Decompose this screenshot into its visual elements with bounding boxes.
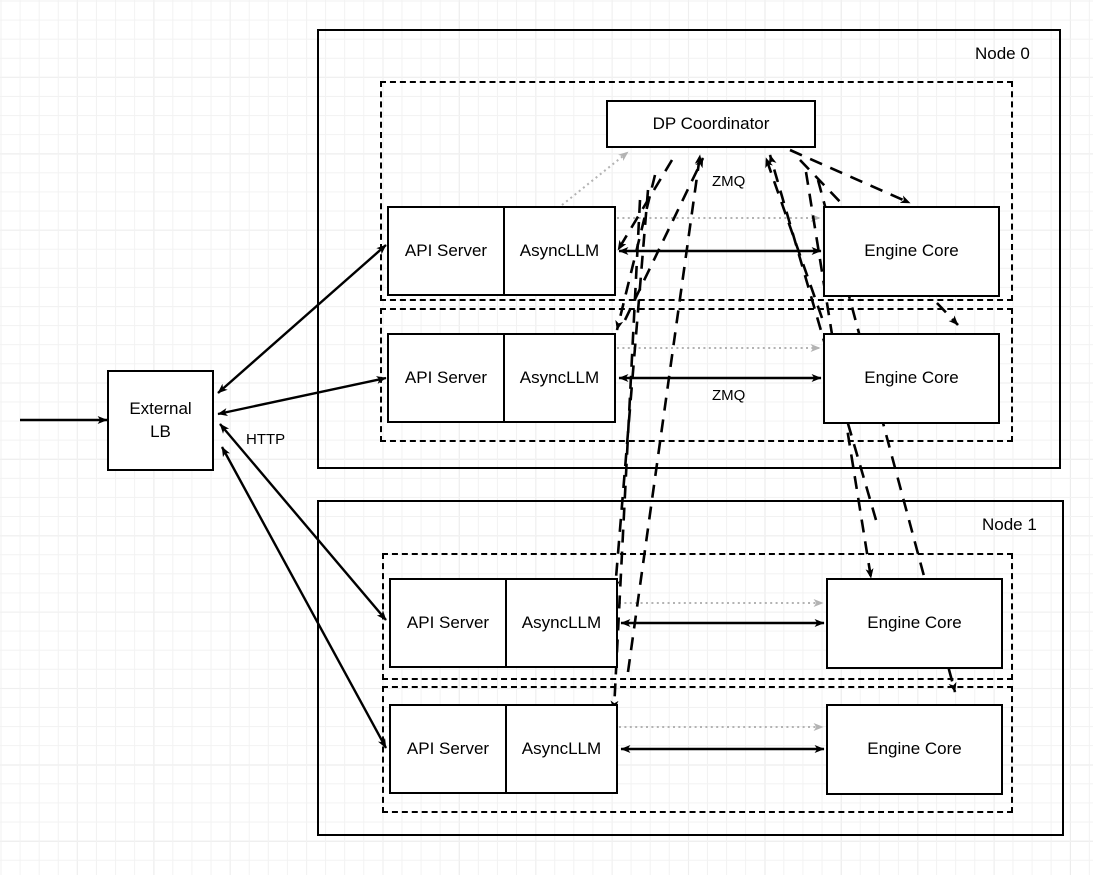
- node-0-group-1: [380, 308, 1013, 442]
- node-0-label: Node 0: [975, 44, 1030, 63]
- api-server-cell[interactable]: API Server: [389, 335, 505, 421]
- node-1-group-1: [382, 686, 1013, 813]
- asyncllm-cell[interactable]: AsyncLLM: [519, 241, 600, 260]
- coordinator-inbound-dashed: [623, 154, 878, 673]
- external-lb-label-line1: External: [129, 398, 192, 418]
- http-label: HTTP: [246, 431, 286, 448]
- api-server-cell[interactable]: API Server: [391, 706, 507, 792]
- asyncllm-cell[interactable]: AsyncLLM: [521, 739, 602, 758]
- node-1-group-0-server-unit[interactable]: API Server AsyncLLM: [389, 578, 618, 668]
- dp-coordinator-box[interactable]: DP Coordinator: [606, 100, 816, 148]
- node-0-container: [317, 29, 1061, 469]
- dotted-output-streams: [617, 214, 824, 731]
- node-0-group-1-server-unit[interactable]: API Server AsyncLLM: [387, 333, 616, 423]
- node-0-group-1-engine-core[interactable]: Engine Core: [823, 333, 1000, 424]
- asyncllm-cell[interactable]: AsyncLLM: [521, 613, 602, 632]
- node-0-group-0-engine-core[interactable]: Engine Core: [823, 206, 1000, 297]
- lb-to-api-server-links: [217, 244, 388, 749]
- node-1-group-0: [382, 553, 1013, 680]
- asyncllm-enginecore-links: [618, 247, 825, 753]
- asyncllm-cell[interactable]: AsyncLLM: [519, 368, 600, 387]
- api-server-cell[interactable]: API Server: [389, 208, 505, 294]
- node-1-group-1-engine-core[interactable]: Engine Core: [826, 704, 1003, 795]
- node-1-group-1-server-unit[interactable]: API Server AsyncLLM: [389, 704, 618, 794]
- node-0-group-0: [380, 81, 1013, 301]
- zmq-label-coordinator: ZMQ: [712, 173, 746, 190]
- zmq-label-row-1: ZMQ: [712, 387, 746, 404]
- api-server-cell[interactable]: API Server: [391, 580, 507, 666]
- asyncllm-coordinator-dotted: [561, 151, 629, 206]
- external-lb-box[interactable]: External LB: [107, 370, 214, 471]
- node-1-container: [317, 500, 1064, 836]
- node-0-group-0-server-unit[interactable]: API Server AsyncLLM: [387, 206, 616, 296]
- node-1-group-0-engine-core[interactable]: Engine Core: [826, 578, 1003, 669]
- coordinator-to-asyncllm-dashed: [610, 159, 674, 711]
- node-1-label: Node 1: [982, 515, 1037, 534]
- external-lb-label-line2: LB: [150, 421, 171, 441]
